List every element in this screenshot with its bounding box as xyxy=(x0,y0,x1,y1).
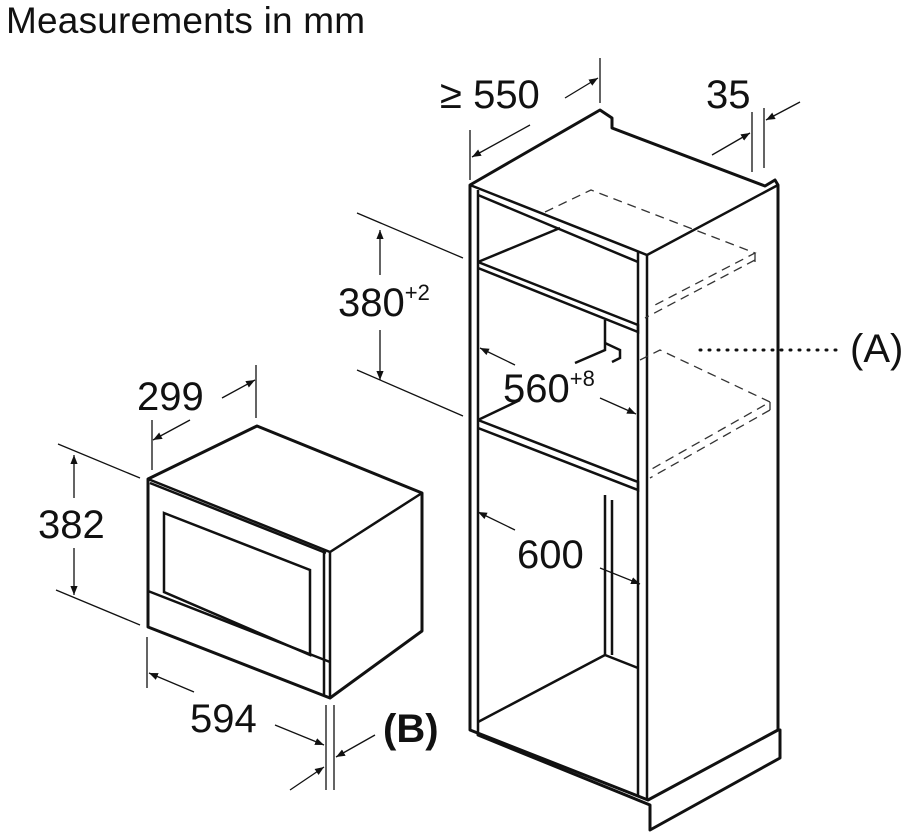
dim-cabinet-offset: 35 xyxy=(706,73,751,117)
dim-niche-height: 380+2 xyxy=(338,280,430,325)
dimension-lines xyxy=(55,58,844,791)
tall-cabinet xyxy=(468,108,782,832)
dim-niche-width: 560+8 xyxy=(503,366,595,411)
dim-cabinet-inner-width: 600 xyxy=(517,533,584,577)
dim-appliance-height: 382 xyxy=(38,503,105,547)
label-b: (B) xyxy=(383,707,439,751)
dim-appliance-depth: 299 xyxy=(137,375,204,419)
dim-cabinet-depth: ≥ 550 xyxy=(440,73,540,117)
dim-appliance-width: 594 xyxy=(190,697,257,741)
built-in-microwave xyxy=(146,424,424,700)
label-a: (A) xyxy=(850,327,903,371)
page-title: Measurements in mm xyxy=(6,0,366,41)
microwave-outline xyxy=(146,424,424,700)
cabinet-outline xyxy=(468,108,780,802)
